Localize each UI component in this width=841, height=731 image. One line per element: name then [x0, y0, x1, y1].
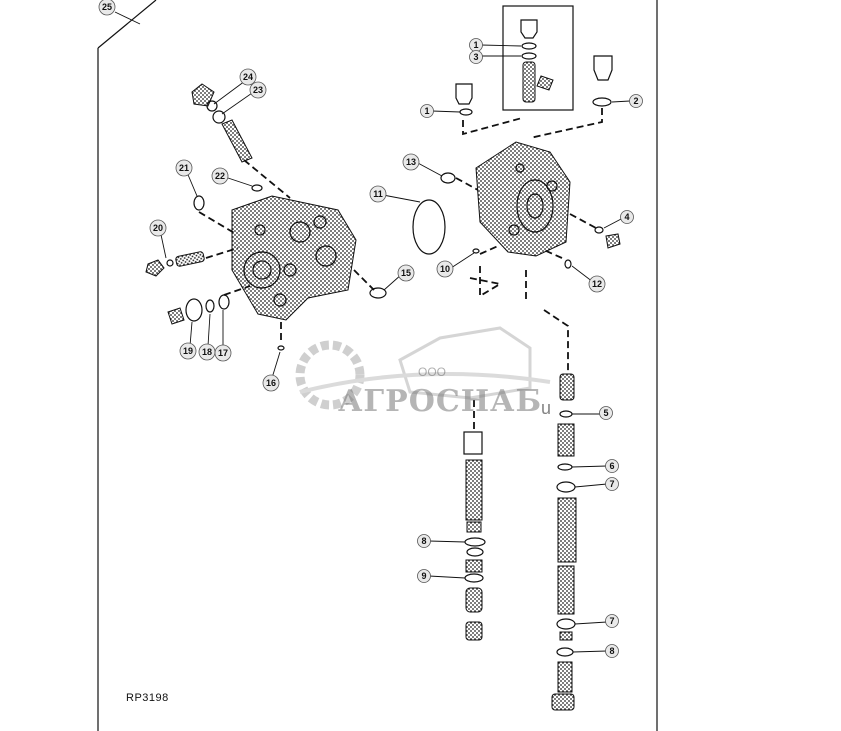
callout-bubble — [214, 344, 232, 362]
callout-label: 2 — [633, 96, 638, 106]
watermark-company: АГРОСНАБ — [338, 384, 543, 419]
callout-label: 1 — [424, 106, 429, 116]
callout-bubble — [417, 534, 431, 548]
callout-c12: 12 — [588, 275, 606, 293]
callout-label: 24 — [243, 72, 253, 82]
callout-label: 5 — [603, 408, 608, 418]
callout-label: 16 — [266, 378, 276, 388]
callout-bubble — [417, 569, 431, 583]
callout-c10: 10 — [436, 260, 454, 278]
assembly-guides — [198, 108, 603, 430]
callout-label: 1 — [473, 40, 478, 50]
callout-bubble — [211, 167, 229, 185]
page-frame — [97, 0, 658, 731]
callout-label: 15 — [401, 268, 411, 278]
callout-c1a: 1 — [469, 38, 483, 52]
callout-c18: 18 — [198, 343, 216, 361]
callout-c5: 5 — [599, 406, 613, 420]
callout-label: 8 — [421, 536, 426, 546]
callout-c7a: 7 — [605, 477, 619, 491]
callout-c8b: 8 — [605, 644, 619, 658]
callout-label: 10 — [440, 264, 450, 274]
callout-label: 7 — [609, 479, 614, 489]
left-pump-housing — [231, 195, 357, 321]
watermark-prefix: ООО — [418, 365, 447, 379]
callout-bubble — [605, 644, 619, 658]
callout-bubble — [469, 50, 483, 64]
callout-label: 19 — [183, 346, 193, 356]
callout-bubble — [420, 104, 434, 118]
callout-label: 8 — [609, 646, 614, 656]
callouts — [114, 11, 631, 653]
callout-c22: 22 — [211, 167, 229, 185]
callout-label: 9 — [421, 571, 426, 581]
callout-c15: 15 — [397, 264, 415, 282]
watermark-suffix: u — [541, 398, 552, 418]
callout-bubble — [249, 81, 267, 99]
callout-label: 7 — [609, 616, 614, 626]
callout-bubble — [588, 275, 606, 293]
callout-label: 3 — [473, 52, 478, 62]
callout-c24: 24 — [239, 68, 257, 86]
callout-c7b: 7 — [605, 614, 619, 628]
callout-c20: 20 — [149, 219, 167, 237]
right-spool-column — [551, 373, 577, 711]
callout-bubble — [605, 614, 619, 628]
callout-label: 12 — [592, 279, 602, 289]
figure-reference-code: RP3198 — [126, 692, 169, 704]
pin-assembly-upper-left — [191, 83, 253, 163]
callout-label: 23 — [253, 85, 263, 95]
callout-c8a: 8 — [417, 534, 431, 548]
callout-c17: 17 — [214, 344, 232, 362]
callout-bubble — [98, 0, 116, 16]
callout-bubble — [629, 94, 643, 108]
watermark-logo — [295, 326, 551, 410]
callout-bubble — [149, 219, 167, 237]
callout-bubble — [402, 153, 420, 171]
callout-c4: 4 — [620, 210, 634, 224]
callout-bubble — [179, 342, 197, 360]
callout-bubble — [599, 406, 613, 420]
callout-bubble — [605, 477, 619, 491]
callout-c3: 3 — [469, 50, 483, 64]
callout-bubble — [605, 459, 619, 473]
callout-label: 20 — [153, 223, 163, 233]
callout-c1b: 1 — [420, 104, 434, 118]
callout-c9: 9 — [417, 569, 431, 583]
callout-bubble — [620, 210, 634, 224]
callout-label: 6 — [609, 461, 614, 471]
callout-c2: 2 — [629, 94, 643, 108]
inset-detail-box — [502, 5, 574, 111]
callout-c25: 25 — [98, 0, 116, 16]
callout-label: 13 — [406, 157, 416, 167]
callout-c23: 23 — [249, 81, 267, 99]
callout-label: 17 — [218, 348, 228, 358]
callout-bubble — [436, 260, 454, 278]
callout-bubble — [239, 68, 257, 86]
left-spool-column — [463, 431, 486, 641]
callout-label: 4 — [624, 212, 629, 222]
callout-c6: 6 — [605, 459, 619, 473]
callout-c19: 19 — [179, 342, 197, 360]
large-o-ring — [412, 199, 446, 255]
callout-label: 11 — [373, 189, 383, 199]
callout-c21: 21 — [175, 159, 193, 177]
callout-label: 21 — [179, 163, 189, 173]
right-pump-housing — [440, 141, 621, 269]
callout-c16: 16 — [262, 374, 280, 392]
callout-label: 22 — [215, 171, 225, 181]
callout-c11: 11 — [369, 185, 387, 203]
callout-c13: 13 — [402, 153, 420, 171]
callout-bubble — [262, 374, 280, 392]
callout-bubble — [175, 159, 193, 177]
callout-label: 18 — [202, 347, 212, 357]
callout-label: 25 — [102, 2, 112, 12]
callout-bubble — [369, 185, 387, 203]
callout-bubble — [397, 264, 415, 282]
